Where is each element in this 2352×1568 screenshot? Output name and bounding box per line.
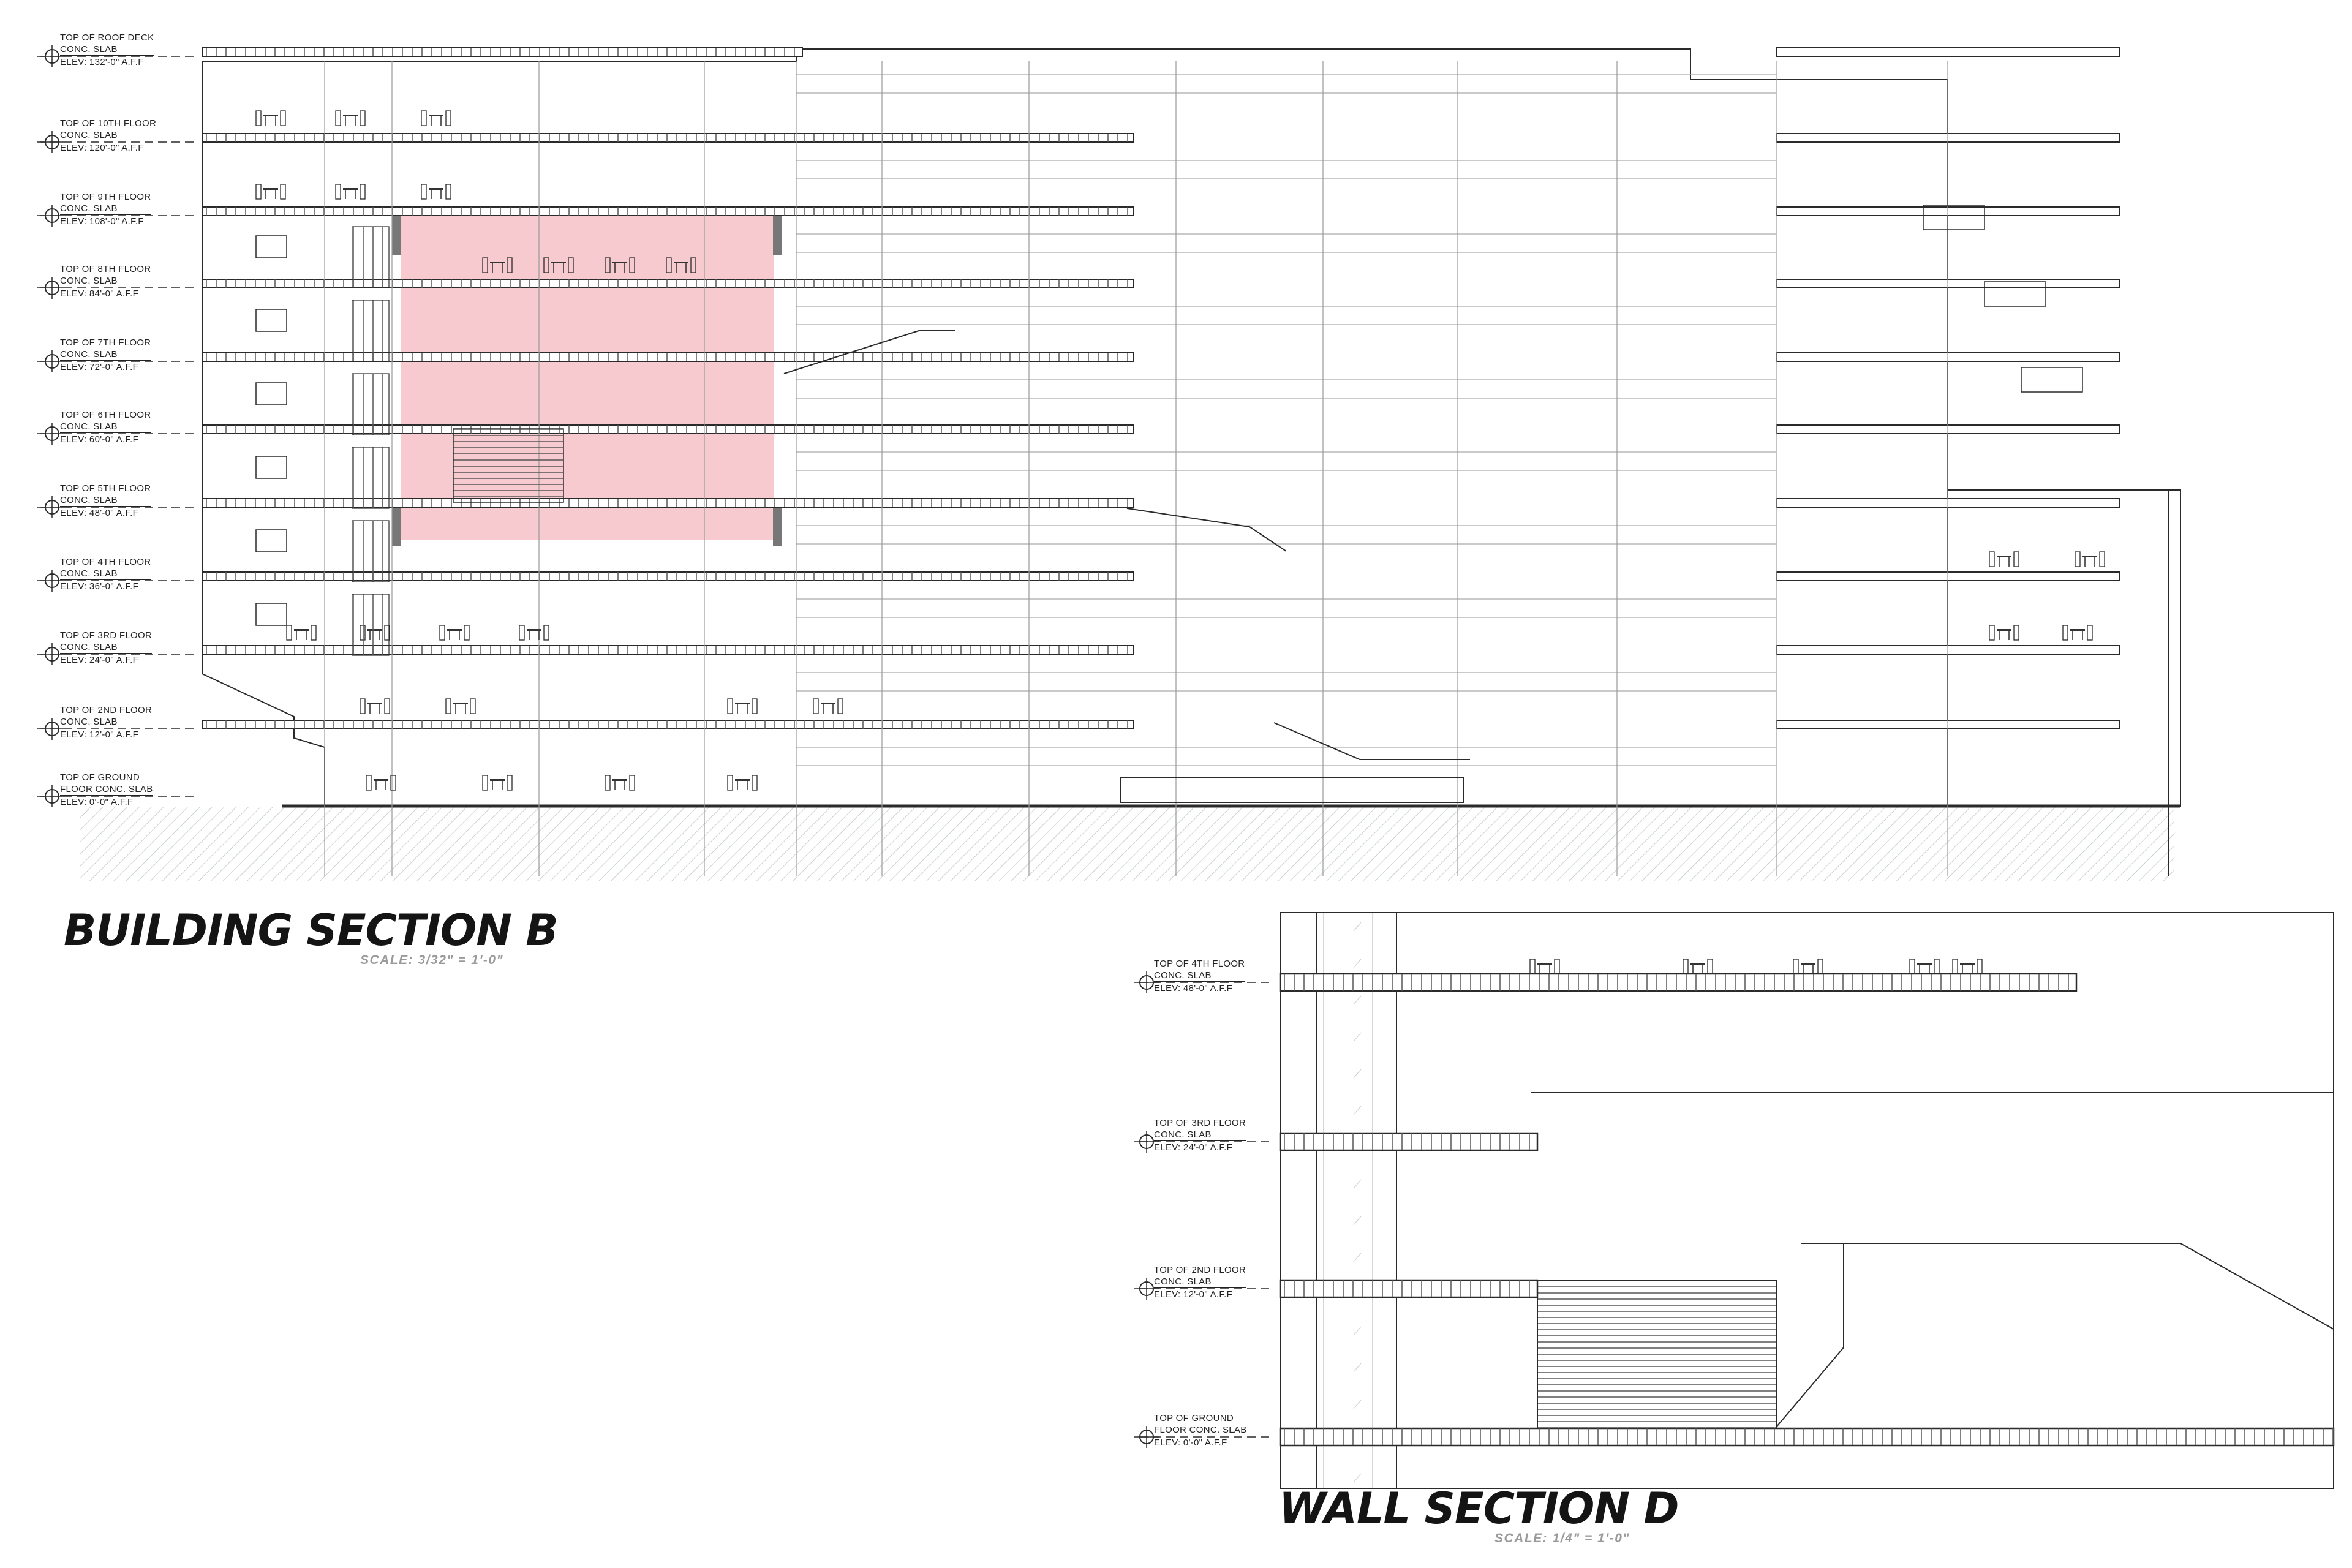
- elevator-door: [255, 382, 287, 405]
- level-label-l1: TOP OF 4TH FLOOR: [1154, 959, 1245, 969]
- level-label-l1: TOP OF 4TH FLOOR: [60, 557, 151, 567]
- level-label-l3: ELEV: 60'-0" A.F.F: [60, 432, 151, 445]
- level-label-l1: TOP OF 8TH FLOOR: [60, 264, 151, 274]
- section-d-title: WALL SECTION D: [1279, 1483, 1679, 1534]
- level-label-l1: TOP OF 5TH FLOOR: [60, 483, 151, 494]
- level-label-l3: ELEV: 12'-0" A.F.F: [1154, 1287, 1246, 1300]
- level-label-l1: TOP OF 7TH FLOOR: [60, 337, 151, 348]
- building-section-b-drawing: [37, 45, 2181, 881]
- room-bed: [2021, 367, 2083, 393]
- level-label-l2: CONC. SLAB: [1154, 970, 1212, 981]
- level-label-l1: TOP OF 9TH FLOOR: [60, 192, 151, 202]
- level-label-l3: ELEV: 108'-0" A.F.F: [60, 214, 151, 227]
- level-label-l1: TOP OF 3RD FLOOR: [60, 630, 153, 641]
- level-label-l3: ELEV: 12'-0" A.F.F: [60, 728, 153, 741]
- atrium-stair: [453, 428, 564, 503]
- wall-section-d-drawing: [1134, 912, 2335, 1489]
- level-label-l3: ELEV: 48'-0" A.F.F: [1154, 981, 1245, 994]
- elevator-door: [255, 309, 287, 332]
- level-label-l2: CONC. SLAB: [60, 349, 118, 360]
- level-label-l1: TOP OF 2ND FLOOR: [1154, 1265, 1246, 1275]
- level-label-l2: CONC. SLAB: [60, 642, 118, 652]
- level-label-l2: CONC. SLAB: [60, 203, 118, 214]
- floor-slab: [1776, 47, 2120, 57]
- planter: [1120, 777, 1464, 803]
- level-label-l1: TOP OF ROOF DECK: [60, 32, 154, 43]
- section-d-scale: SCALE: 1/4" = 1'-0": [1494, 1531, 1630, 1545]
- level-label-l2: CONC. SLAB: [60, 495, 118, 505]
- elevator-door: [255, 603, 287, 626]
- section-b-scale: SCALE: 3/32" = 1'-0": [360, 953, 504, 967]
- room-bed: [1923, 205, 1985, 230]
- elevator-door: [255, 529, 287, 552]
- level-label-l2: CONC. SLAB: [60, 717, 118, 727]
- level-label-l2: CONC. SLAB: [60, 276, 118, 286]
- level-label-l3: ELEV: 132'-0" A.F.F: [60, 55, 154, 68]
- level-label-l2: FLOOR CONC. SLAB: [60, 784, 153, 794]
- room-bed: [1984, 281, 2046, 307]
- level-label-l1: TOP OF 2ND FLOOR: [60, 705, 153, 715]
- level-label-l1: TOP OF 10TH FLOOR: [60, 118, 157, 129]
- section-b-title: BUILDING SECTION B: [64, 905, 559, 956]
- level-label-l3: ELEV: 36'-0" A.F.F: [60, 579, 151, 592]
- level-label-l2: CONC. SLAB: [60, 421, 118, 432]
- level-label-l3: ELEV: 24'-0" A.F.F: [1154, 1140, 1246, 1153]
- level-label-l1: TOP OF GROUND: [1154, 1413, 1234, 1423]
- elevator-door: [255, 235, 287, 258]
- stair: [1537, 1280, 1777, 1440]
- level-label-l1: TOP OF 6TH FLOOR: [60, 410, 151, 420]
- level-label-l3: ELEV: 24'-0" A.F.F: [60, 653, 153, 666]
- elevator-door: [255, 456, 287, 479]
- level-label-l2: CONC. SLAB: [60, 44, 118, 55]
- level-label-l3: ELEV: 84'-0" A.F.F: [60, 287, 151, 300]
- level-label-l1: TOP OF GROUND: [60, 772, 140, 783]
- level-label-l3: ELEV: 0'-0" A.F.F: [1154, 1436, 1247, 1449]
- level-label-l3: ELEV: 120'-0" A.F.F: [60, 141, 157, 154]
- ground-hatch: [80, 807, 2174, 881]
- level-label-l3: ELEV: 48'-0" A.F.F: [60, 506, 151, 519]
- level-label-l3: ELEV: 72'-0" A.F.F: [60, 360, 151, 373]
- level-label-l1: TOP OF 3RD FLOOR: [1154, 1118, 1246, 1128]
- level-label-l3: ELEV: 0'-0" A.F.F: [60, 795, 153, 808]
- level-label-l2: FLOOR CONC. SLAB: [1154, 1425, 1247, 1435]
- level-label-l2: CONC. SLAB: [60, 568, 118, 579]
- level-label-l2: CONC. SLAB: [60, 130, 118, 140]
- level-label-l2: CONC. SLAB: [1154, 1276, 1212, 1287]
- level-label-l2: CONC. SLAB: [1154, 1129, 1212, 1140]
